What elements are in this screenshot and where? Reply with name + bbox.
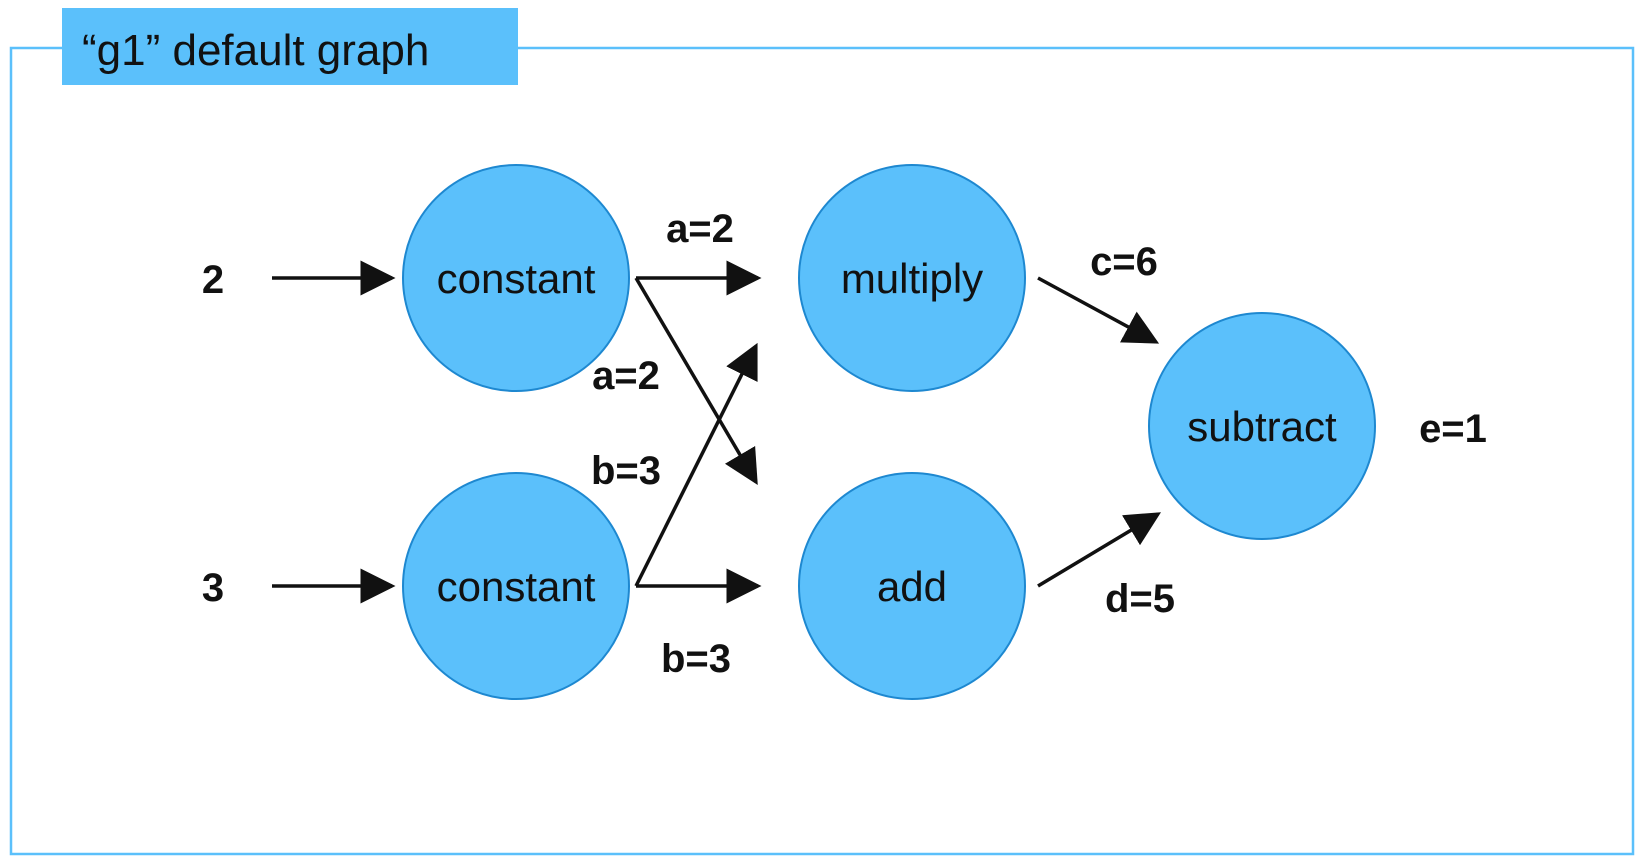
- node-circle: [1148, 312, 1376, 540]
- node-circle: [402, 164, 630, 392]
- graph-title: “g1” default graph: [82, 26, 429, 75]
- edge-label-d: d=5: [1105, 577, 1175, 621]
- input-value-2: 2: [202, 258, 224, 302]
- node-subtract: subtract: [1148, 312, 1376, 540]
- node-circle: [798, 164, 1026, 392]
- output-value: e=1: [1419, 407, 1487, 451]
- edge-label-b-add: b=3: [661, 637, 731, 681]
- edges: [272, 260, 1162, 604]
- edge-add-to-subtract: [1037, 512, 1162, 588]
- node-label: subtract: [1187, 403, 1337, 450]
- node-multiply: multiply: [798, 164, 1026, 392]
- title-box: [62, 8, 518, 85]
- node-constant-1: constant: [402, 164, 630, 392]
- edge-constant-1-to-add: [634, 277, 758, 486]
- node-label: multiply: [841, 255, 983, 302]
- node-label: add: [877, 563, 947, 610]
- edge-label-a-multiply: a=2: [666, 207, 734, 251]
- node-circle: [798, 472, 1026, 700]
- node-add: add: [798, 472, 1026, 700]
- node-label: constant: [437, 255, 596, 302]
- edge-label-c: c=6: [1090, 240, 1158, 284]
- node-constant-2: constant: [402, 472, 630, 700]
- input-value-3: 3: [202, 566, 224, 610]
- edge-constant-2-to-multiply: [634, 342, 758, 587]
- edge-label-a-add: a=2: [592, 354, 660, 398]
- edge-label-b-multiply: b=3: [591, 449, 661, 493]
- graph-frame: [9, 46, 1635, 856]
- node-label: constant: [437, 563, 596, 610]
- node-circle: [402, 472, 630, 700]
- edge-multiply-to-subtract: [1037, 276, 1160, 344]
